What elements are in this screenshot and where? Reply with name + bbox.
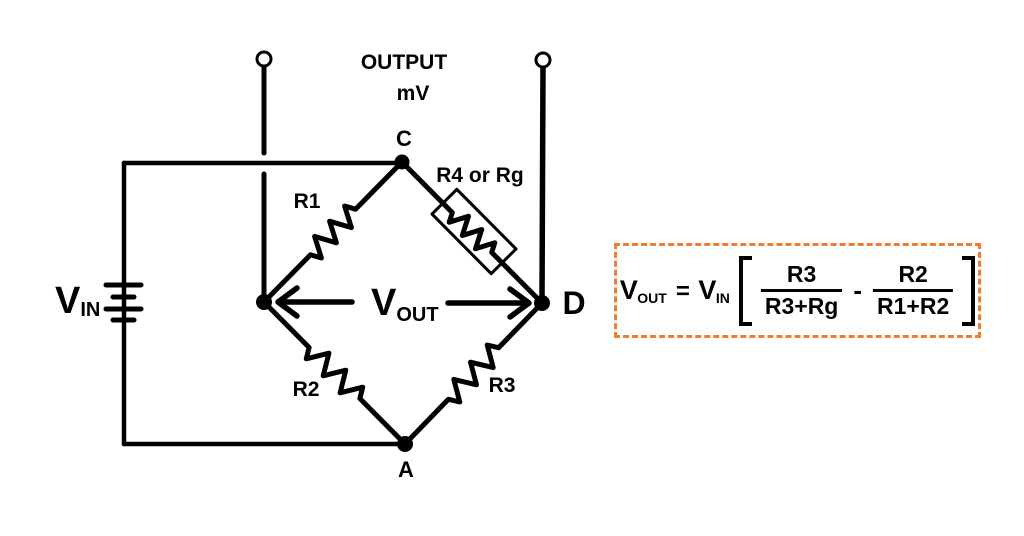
output-terminal-left — [255, 50, 273, 68]
node-d-label: D — [562, 285, 585, 321]
resistor-r2-label: R2 — [293, 378, 320, 401]
resistor-r3-path — [402, 300, 545, 447]
formula-box: VOUT = VIN R3 R3+Rg - R2 R1+R2 — [614, 243, 981, 338]
strain-gauge-outline — [430, 187, 518, 276]
node-c-label: C — [396, 126, 412, 151]
vout-label: VOUT — [371, 282, 439, 326]
formula-fraction-1: R3 R3+Rg — [760, 260, 843, 320]
resistor-r3-label: R3 — [489, 374, 516, 397]
output-label-line2: mV — [397, 82, 430, 105]
node-d-dot — [534, 295, 550, 311]
minus-operator: - — [853, 275, 863, 305]
output-terminal-right — [534, 51, 552, 69]
vout-arrow-right — [445, 286, 532, 320]
output-label-line1: OUTPUT — [361, 51, 448, 74]
resistor-r4-label: R4 or Rg — [436, 164, 524, 187]
wire-output-right — [539, 64, 546, 304]
node-a-dot — [397, 436, 413, 452]
resistor-r1-path — [261, 159, 405, 305]
formula-lhs: VOUT = VIN — [619, 275, 730, 306]
right-bracket — [962, 255, 976, 326]
node-c-dot — [394, 154, 410, 170]
fraction2-denominator: R1+R2 — [873, 289, 954, 319]
fraction1-numerator: R3 — [786, 260, 817, 287]
fraction1-denominator: R3+Rg — [760, 289, 843, 319]
formula-equals: = — [675, 278, 690, 305]
node-left-dot — [256, 294, 272, 310]
resistor-r4-path — [399, 159, 545, 306]
formula-fraction-2: R2 R1+R2 — [873, 260, 954, 320]
left-bracket — [738, 255, 752, 326]
battery-symbol — [103, 282, 144, 323]
vout-arrow-left — [275, 285, 355, 319]
resistor-r2-path — [261, 299, 408, 447]
vin-label: VIN — [55, 280, 100, 322]
fraction2-numerator: R2 — [898, 260, 928, 287]
node-a-label: A — [398, 457, 414, 482]
resistor-r1-label: R1 — [294, 190, 321, 213]
